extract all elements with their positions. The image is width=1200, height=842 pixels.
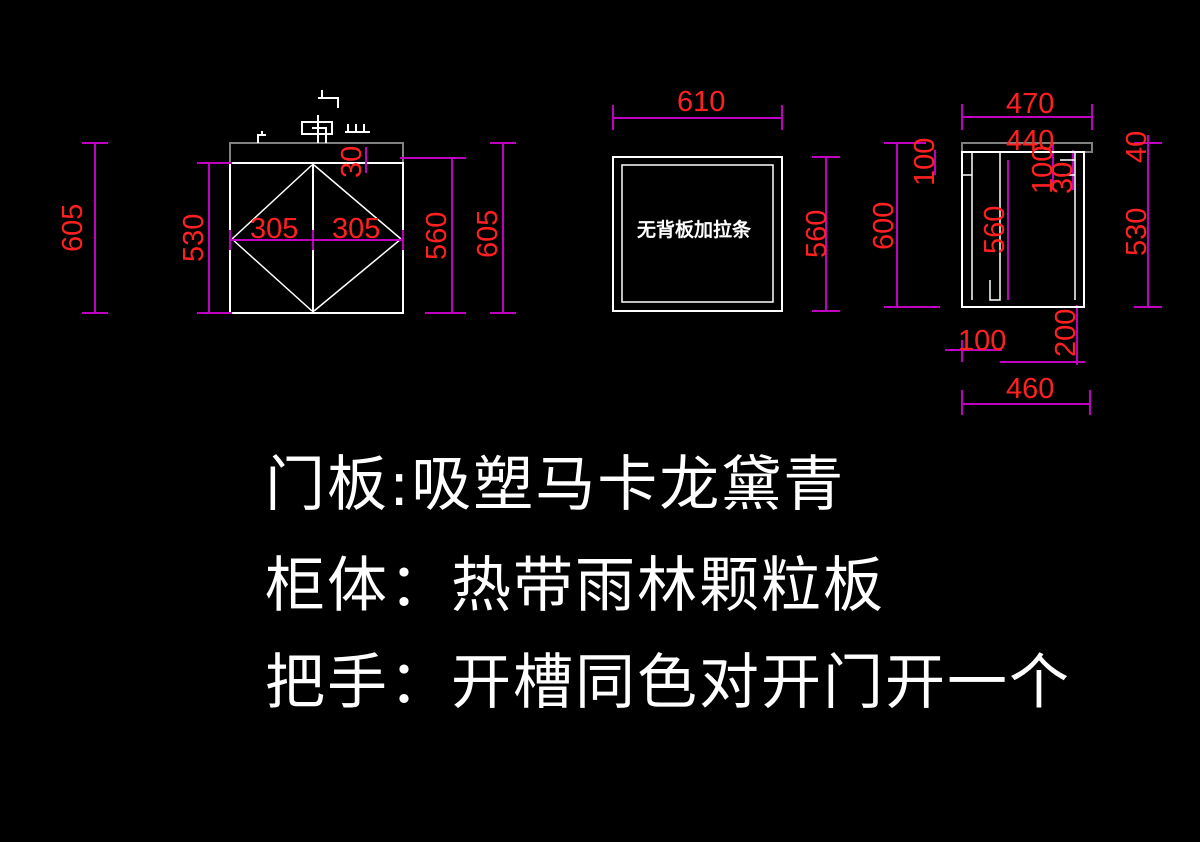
dim-side-30: 30 <box>1047 162 1079 194</box>
dim-front-530: 530 <box>178 214 210 262</box>
dim-front-305-right: 305 <box>332 213 380 245</box>
spec-handle-value: 开槽同色对开门开一个 <box>451 648 1071 718</box>
front-countertop <box>229 142 404 164</box>
dim-side-440: 440 <box>1006 125 1054 157</box>
back-view <box>612 156 783 312</box>
side-view <box>961 142 1093 308</box>
spec-door-panel-label: 门板: <box>265 450 412 520</box>
left-door-swing <box>231 164 313 312</box>
dim-side-100-left: 100 <box>909 138 941 186</box>
spec-door-panel: 门板:吸塑马卡龙黛青 <box>265 452 845 518</box>
side-cabinet-body <box>961 151 1085 308</box>
dim-side-600: 600 <box>868 202 900 250</box>
spec-door-panel-value: 吸塑马卡龙黛青 <box>411 450 846 520</box>
back-outer-frame <box>612 156 783 312</box>
dim-side-560-inner: 560 <box>979 206 1011 254</box>
dim-side-470: 470 <box>1006 88 1054 120</box>
knife-block-icon <box>345 124 370 133</box>
dim-side-530: 530 <box>1121 208 1153 256</box>
right-door-swing <box>313 164 402 312</box>
dim-back-560: 560 <box>801 210 833 258</box>
spec-handle: 把手：开槽同色对开门开一个 <box>265 650 1071 716</box>
dim-back-610: 610 <box>677 86 725 118</box>
spec-cabinet-body-label: 柜体： <box>265 551 451 621</box>
dim-front-305-left: 305 <box>250 213 298 245</box>
back-inner-frame <box>621 164 774 303</box>
faucet-icon <box>312 90 339 143</box>
dim-front-30: 30 <box>336 146 368 178</box>
spec-handle-label: 把手： <box>265 648 451 718</box>
soap-dispenser-icon <box>257 131 266 143</box>
dimension-lines <box>82 104 1162 415</box>
dim-front-605-left: 605 <box>57 204 89 252</box>
front-view <box>229 90 404 314</box>
dim-side-100-bottom: 100 <box>958 325 1006 357</box>
dim-side-200: 200 <box>1050 309 1082 357</box>
spec-cabinet-body: 柜体：热带雨林颗粒板 <box>265 553 885 619</box>
dim-side-100-right: 100 <box>1027 146 1059 194</box>
side-inner-panels <box>962 152 1076 301</box>
dim-side-460: 460 <box>1006 373 1054 405</box>
back-view-note: 无背板加拉条 <box>637 218 752 241</box>
dimension-labels: 605 530 30 305 305 560 605 610 560 470 4… <box>57 86 1153 405</box>
dim-front-605-right: 605 <box>472 210 504 258</box>
dim-front-560: 560 <box>421 212 453 260</box>
spec-cabinet-body-value: 热带雨林颗粒板 <box>451 551 885 621</box>
dim-side-40: 40 <box>1121 131 1153 163</box>
